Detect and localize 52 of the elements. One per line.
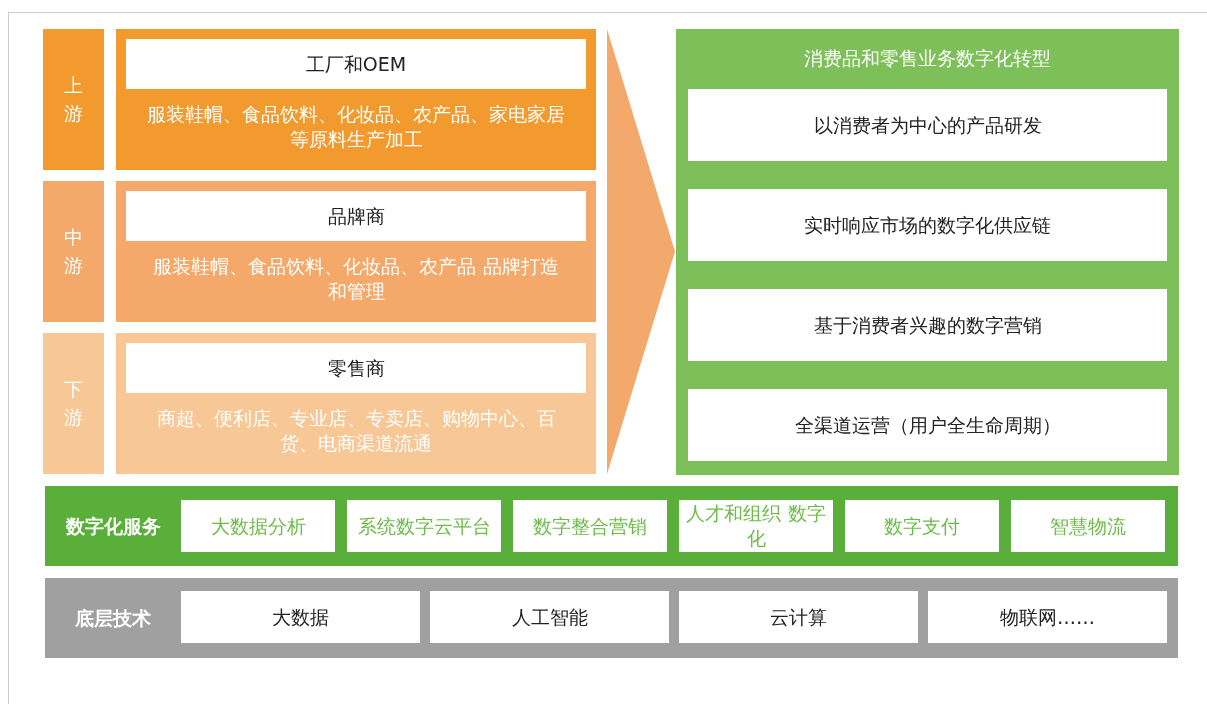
box-title: 品牌商 xyxy=(326,203,386,229)
box-title: 人工智能 xyxy=(510,604,589,630)
service-band xyxy=(45,486,1178,566)
stage-label xyxy=(43,29,104,170)
technology-box xyxy=(928,591,1167,643)
box-title: 全渠道运营（用户全生命周期） xyxy=(793,412,1062,438)
service-name: 智慧物流 xyxy=(1049,513,1127,539)
box-title: 工厂和OEM xyxy=(304,51,408,77)
service-name: 大数据分析 xyxy=(209,513,307,539)
box-title: 零售商 xyxy=(326,355,386,381)
box-title: 物联网…… xyxy=(999,604,1096,630)
service-box xyxy=(513,500,667,552)
stage-label xyxy=(43,181,104,322)
stage-name: 上游 xyxy=(63,72,84,126)
description-text: 服装鞋帽、食品饮料、化妆品、农产品、家电家居等原料生产加工 xyxy=(146,101,566,152)
panel-title: 消费品和零售业务数字化转型 xyxy=(803,45,1052,71)
description-text: 商超、便利店、专业店、专卖店、购物中心、百货、电商渠道流通 xyxy=(155,405,557,456)
stage-panel xyxy=(116,29,596,170)
box-title: 云计算 xyxy=(769,604,828,630)
arrow xyxy=(607,29,675,474)
box-title: 以消费者为中心的产品研发 xyxy=(812,112,1043,138)
service-box xyxy=(181,500,335,552)
box-title: 大数据 xyxy=(271,604,330,630)
technology-box xyxy=(430,591,669,643)
technology-box xyxy=(181,591,420,643)
capability-box xyxy=(688,389,1167,461)
service-name: 人才和组织 数字化 xyxy=(685,501,827,551)
service-box xyxy=(1011,500,1165,552)
service-box xyxy=(845,500,999,552)
technology-box xyxy=(679,591,918,643)
service-name: 数字支付 xyxy=(883,513,961,539)
stage-label xyxy=(43,333,104,474)
box-title: 实时响应市场的数字化供应链 xyxy=(803,212,1052,238)
band-title: 底层技术 xyxy=(74,605,152,631)
transformation-panel xyxy=(676,29,1179,475)
service-name: 系统数字云平台 xyxy=(356,513,492,539)
band-title: 数字化服务 xyxy=(64,513,162,539)
technology-band xyxy=(45,578,1178,658)
capability-box xyxy=(688,89,1167,161)
capability-box xyxy=(688,189,1167,261)
service-box xyxy=(347,500,501,552)
capability-box xyxy=(688,289,1167,361)
stage-name: 下游 xyxy=(63,376,84,430)
heading-box xyxy=(126,191,586,241)
stage-panel xyxy=(116,333,596,474)
service-name: 数字整合营销 xyxy=(532,513,648,539)
heading-box xyxy=(126,39,586,89)
stage-panel xyxy=(116,181,596,322)
heading-box xyxy=(126,343,586,393)
description-text: 服装鞋帽、食品饮料、化妆品、农产品 品牌打造和管理 xyxy=(152,253,560,304)
box-title: 基于消费者兴趣的数字营销 xyxy=(812,312,1043,338)
stage-name: 中游 xyxy=(63,224,84,278)
